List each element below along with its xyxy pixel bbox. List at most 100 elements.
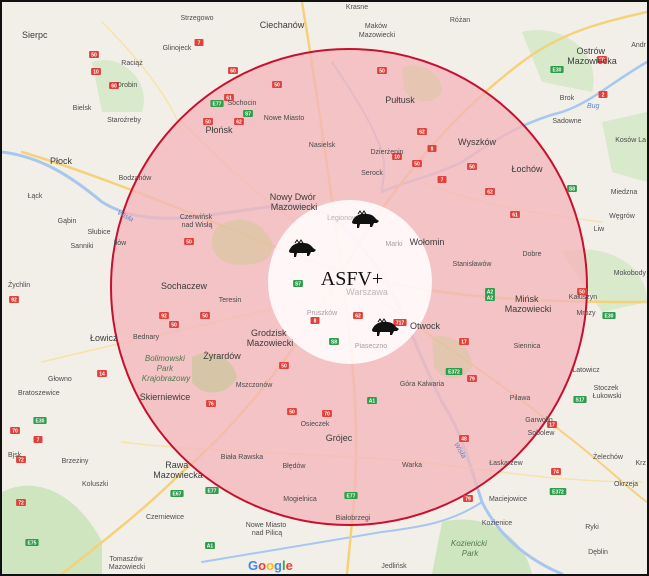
place-label: Grodzisk Mazowiecki [247,328,294,348]
place-label: Staroźreby [107,117,141,124]
place-label: Skierniewice [140,392,191,402]
google-logo-letter: o [258,558,267,573]
road-badge-label: S17 [576,398,585,404]
road-badge: A2 [485,294,495,302]
boar-bristles [294,239,304,244]
place-label: Sanniki [71,243,94,250]
road-badge-box [551,468,561,475]
road-badge: 76 [206,400,216,408]
road-badge-label: A1 [207,544,214,550]
place-label: Bodzanów [119,175,153,182]
road-badge-label: 50 [91,53,97,59]
road-badge-box [577,288,587,295]
road-badge: 74 [551,468,561,476]
road-badge: 70 [10,427,20,435]
road-badge-box [353,312,363,319]
road-badge-label: S8 [331,340,337,346]
road-badge: 62 [417,128,427,136]
road-badge-box [194,39,204,46]
road-badge-label: E30 [553,68,562,74]
river-pilica [201,501,483,563]
place-label: Stanisławów [453,261,493,268]
place-label: Białobrzegi [336,515,371,522]
place-label: Łaskarzew [489,460,523,467]
road-badge-label: 79 [465,497,471,503]
road-badge-label: 50 [379,69,385,75]
place-label: Iłów [114,240,127,247]
road-badge-box [597,56,607,63]
road-badge-label: 61 [512,213,518,219]
road-badge-label: 62 [487,190,493,196]
place-label-line: Łukowski [593,393,622,400]
road-badge-box [16,499,26,506]
road-badge-box [279,362,289,369]
google-logo-letter: G [248,558,259,573]
road-badge: S8 [567,185,577,193]
google-logo: Google [248,558,293,573]
road-badge: 70 [322,410,332,418]
road-badge-label: 50 [205,120,211,126]
place-label-line: Tomaszów [109,556,143,563]
place-label: Żelechów [593,452,624,461]
place-label-line: Stoczek [594,385,619,392]
place-label: Strzegowo [180,15,213,22]
road-badge: 72 [16,499,26,507]
google-logo-letter: l [281,558,286,573]
road-badge: 14 [97,370,107,378]
place-label: Jedlińsk [381,563,407,570]
road-badge-box [224,94,234,101]
road-badge: E75 [25,539,39,547]
road-badge: 50 [279,362,289,370]
place-label: Gąbin [58,218,77,225]
road-badge: 61 [510,211,520,219]
road-badge: 72 [16,456,26,464]
place-label: Mogielnica [283,496,317,503]
road-badge-box [109,82,119,89]
road-badge: 10 [392,153,402,161]
place-label: Mrozy [576,310,596,317]
road-badge-box [459,435,469,442]
place-label: Nowe Miasto [264,115,305,122]
road-badge: 17 [547,421,557,429]
road-badge: S8 [329,338,339,346]
road-badge: S7 [293,280,303,288]
road-badge-box [10,427,20,434]
boar-icon-shape [372,321,399,336]
place-label: Biała Rawska [221,454,264,461]
forest-area [522,30,594,92]
road-badge-label: 10 [394,155,400,161]
road-badge-label: E372 [552,490,564,496]
urban-area [402,65,442,102]
road-badge: 10 [91,68,101,76]
place-label: Rawa Mazowiecka [153,460,203,480]
place-label: Czerwińsk nad Wisłą [180,214,214,229]
road-badge-label: 50 [289,410,295,416]
place-label: Drobin [117,82,138,89]
road-badge: A1 [367,397,377,405]
place-label: Żyrardów [203,351,241,361]
place-label: Wyszków [458,137,496,147]
road-badge-label: 14 [99,372,105,378]
road-badge-label: E372 [448,370,460,376]
road-badge: 7 [194,39,204,47]
road-badge-label: 62 [419,130,425,136]
road-badge-label: 50 [414,162,420,168]
place-label-line: Mazowiecki [505,304,552,314]
road-badge-label: E75 [28,541,37,547]
road-badge-box [377,67,387,74]
road-badge: 62 [485,188,495,196]
road-badge-label: 17 [549,423,555,429]
road-badge-box [485,188,495,195]
place-label: Marki [385,241,403,248]
road-badge-box [567,185,577,192]
road-badge-label: A1 [369,399,376,405]
road-badge-label: 79 [469,377,475,383]
road-badge-label: E77 [213,102,222,108]
place-label: Nowy Dwór Mazowiecki [270,192,319,212]
road-badge-box [467,375,477,382]
road-badge: 50 [200,312,210,320]
place-label: Bjsk [8,452,22,459]
boar-icon [372,318,399,336]
